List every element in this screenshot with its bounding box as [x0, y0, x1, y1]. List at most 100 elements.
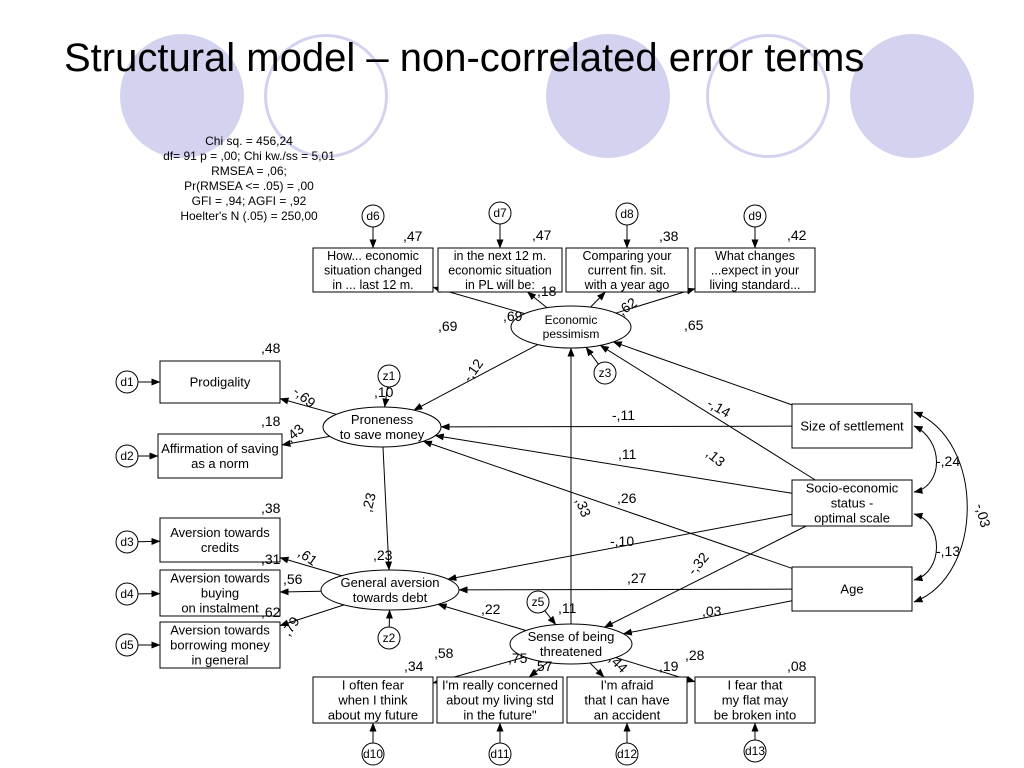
node-label-line: to save money	[340, 427, 425, 442]
node-label-line: living standard...	[709, 278, 800, 292]
error-term-z3: z3	[593, 361, 617, 385]
coef-r2-t1: ,34	[404, 658, 424, 674]
coef-r2-t3: ,19	[659, 658, 679, 674]
node-label-line: d6	[366, 209, 380, 223]
coef-p-size-prone: -,11	[612, 407, 635, 423]
node-label-line: current fin. sit.	[588, 263, 667, 277]
node-label-line: d13	[745, 744, 765, 758]
node-label-line: z3	[599, 366, 612, 380]
coef-p-ses-econ: ,13	[703, 445, 728, 470]
coef-l-t2: ,75	[508, 650, 528, 666]
path-ses-to-econ	[599, 344, 816, 481]
error-term-d5: d5	[115, 633, 139, 657]
coef-p-threat-avers: ,22	[481, 601, 501, 617]
covariance-size-ses	[913, 425, 937, 494]
error-term-z1: z1	[377, 364, 401, 388]
coef-p-ses-prone: ,11	[618, 446, 637, 462]
fit-stat-line: df= 91 p = ,00; Chi kw./ss = 5,01	[163, 149, 335, 163]
error-term-d3: d3	[115, 530, 139, 554]
node-label-line: Proneness	[351, 412, 414, 427]
path-ses-to-threat	[603, 525, 807, 628]
error-term-d8: d8	[615, 202, 639, 226]
node-label-line: d4	[120, 587, 134, 601]
node-label-line: about my future	[328, 708, 418, 723]
node-label-line: an accident	[594, 708, 661, 723]
node-label-line: Socio-economic	[806, 481, 899, 496]
decor-circle-4	[706, 34, 830, 158]
decor-circle-3	[546, 34, 670, 158]
error-term-d11: d11	[488, 742, 512, 766]
coef-l-o1: ,69	[438, 318, 458, 334]
path-econ-to-o4	[615, 287, 696, 314]
node-label-line: z2	[383, 631, 396, 645]
node-label-line: I'm really concerned	[442, 678, 558, 693]
node-label-line: Aversion towards	[170, 623, 270, 638]
node-label-line: z1	[383, 369, 396, 383]
decor-circle-2	[264, 34, 388, 158]
coef-r2-t4: ,08	[787, 658, 807, 674]
path-prone-to-aff	[281, 435, 330, 447]
coef-r2-econ: ,18	[537, 283, 557, 299]
error-term-d10: d10	[361, 742, 385, 766]
fit-stat-line: GFI = ,94; AGFI = ,92	[191, 194, 307, 208]
path-avers-to-avm	[279, 604, 345, 627]
coef-l-o4: ,65	[684, 317, 704, 333]
node-label-line: Aversion towards	[170, 525, 270, 540]
node-label-line: Prodigality	[190, 375, 251, 390]
decor-circle-5	[850, 34, 974, 158]
node-label-line: towards debt	[353, 590, 428, 605]
node-label-line: in ... last 12 m.	[332, 278, 413, 292]
coef-l-avm: ,79	[278, 613, 302, 638]
node-label-line: credits	[201, 540, 240, 555]
coef-l-avc: ,61	[295, 544, 320, 568]
error-term-z2: z2	[377, 626, 401, 650]
path-avers-to-avb	[279, 588, 322, 596]
coef-l-t4: ,28	[685, 647, 705, 663]
coef-p-econ-prone: -,12	[459, 356, 486, 385]
node-label-line: I often fear	[342, 678, 405, 693]
coef-r2-o2: ,47	[532, 227, 552, 243]
error-term-d12: d12	[615, 742, 639, 766]
node-label-line: Comparing your	[583, 249, 672, 263]
indicator-size: Size of settlement	[791, 403, 913, 449]
node-label-line: borrowing money	[170, 638, 270, 653]
path-ses-to-avers	[447, 513, 793, 581]
coef-p-age-prone: ,26	[617, 490, 637, 506]
node-label-line: ...expect in your	[711, 263, 799, 277]
node-label-line: General aversion	[341, 575, 440, 590]
path-threat-to-avers	[437, 603, 527, 632]
error-term-d7: d7	[488, 201, 512, 225]
node-label-line: d9	[748, 209, 762, 223]
node-label-line: status -	[831, 496, 874, 511]
coef-l-avb: ,56	[283, 571, 303, 587]
path-z3-to-econ	[585, 346, 599, 365]
path-prone-to-prod	[279, 397, 337, 415]
slide-title: Structural model – non-correlated error …	[64, 36, 865, 80]
coef-r2-threat: ,11	[558, 600, 577, 616]
path-threat-to-t3	[589, 662, 605, 678]
fit-stat-line: Pr(RMSEA <= .05) = ,00	[184, 179, 314, 193]
node-label-line: d1	[120, 375, 134, 389]
node-label-line: d5	[120, 638, 134, 652]
coef-l-o2: ,69	[503, 308, 523, 324]
error-term-d2: d2	[115, 444, 139, 468]
path-avers-to-avc	[279, 556, 342, 577]
node-label-line: my flat may	[722, 693, 789, 708]
node-label-line: on instalment	[181, 601, 259, 616]
coef-p-threat-econ: ,33	[572, 495, 594, 519]
node-label-line: z5	[532, 595, 545, 609]
node-label-line: d2	[120, 449, 134, 463]
coef-r2-avc: ,38	[261, 500, 281, 516]
node-label-line: d11	[490, 747, 509, 761]
coef-cov-size-ses: -,24	[936, 453, 960, 469]
node-label-line: I'm afraid	[600, 678, 653, 693]
coef-l-prod: -,69	[290, 383, 319, 411]
covariance-size-age	[913, 411, 968, 603]
